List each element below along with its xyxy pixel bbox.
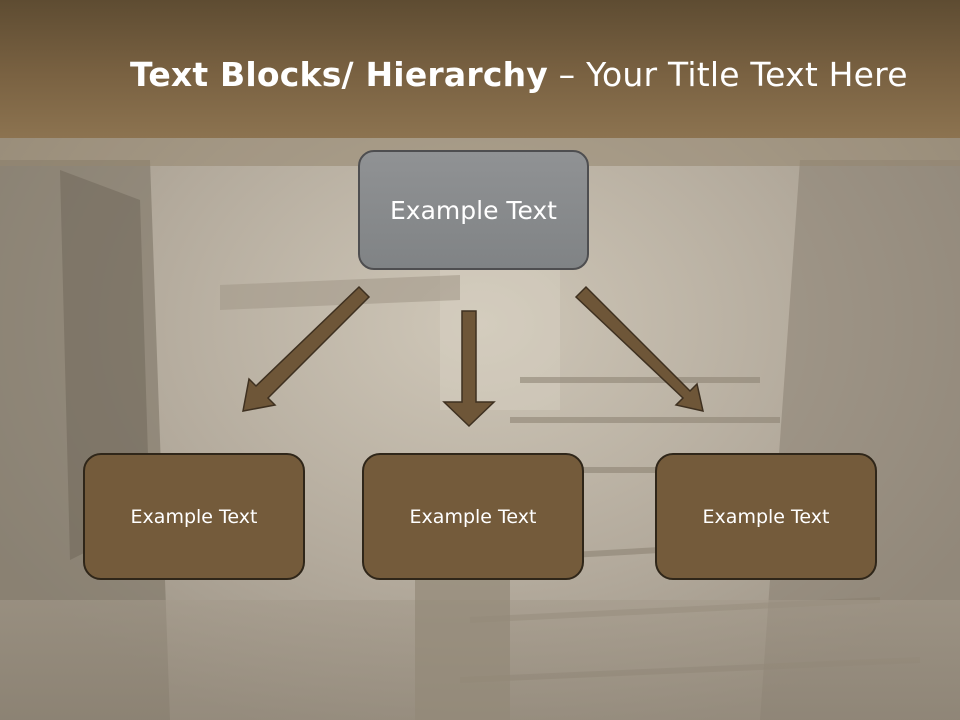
child-text-block-label: Example Text (702, 505, 830, 528)
arrow-right (574, 285, 704, 412)
slide-title: Text Blocks/ Hierarchy – Your Title Text… (130, 55, 908, 94)
child-text-block-label: Example Text (130, 505, 258, 528)
child-text-block-label: Example Text (409, 505, 537, 528)
slide-title-bold: Text Blocks/ Hierarchy (130, 55, 548, 94)
root-text-block[interactable]: Example Text (358, 150, 589, 270)
arrow-left (242, 285, 371, 412)
child-text-block-left[interactable]: Example Text (83, 453, 305, 580)
child-text-block-center[interactable]: Example Text (362, 453, 584, 580)
child-text-block-right[interactable]: Example Text (655, 453, 877, 580)
root-text-block-label: Example Text (390, 195, 557, 225)
slide-title-rest: – Your Title Text Here (547, 55, 908, 94)
title-bar (0, 0, 960, 138)
arrow-center (442, 310, 496, 428)
